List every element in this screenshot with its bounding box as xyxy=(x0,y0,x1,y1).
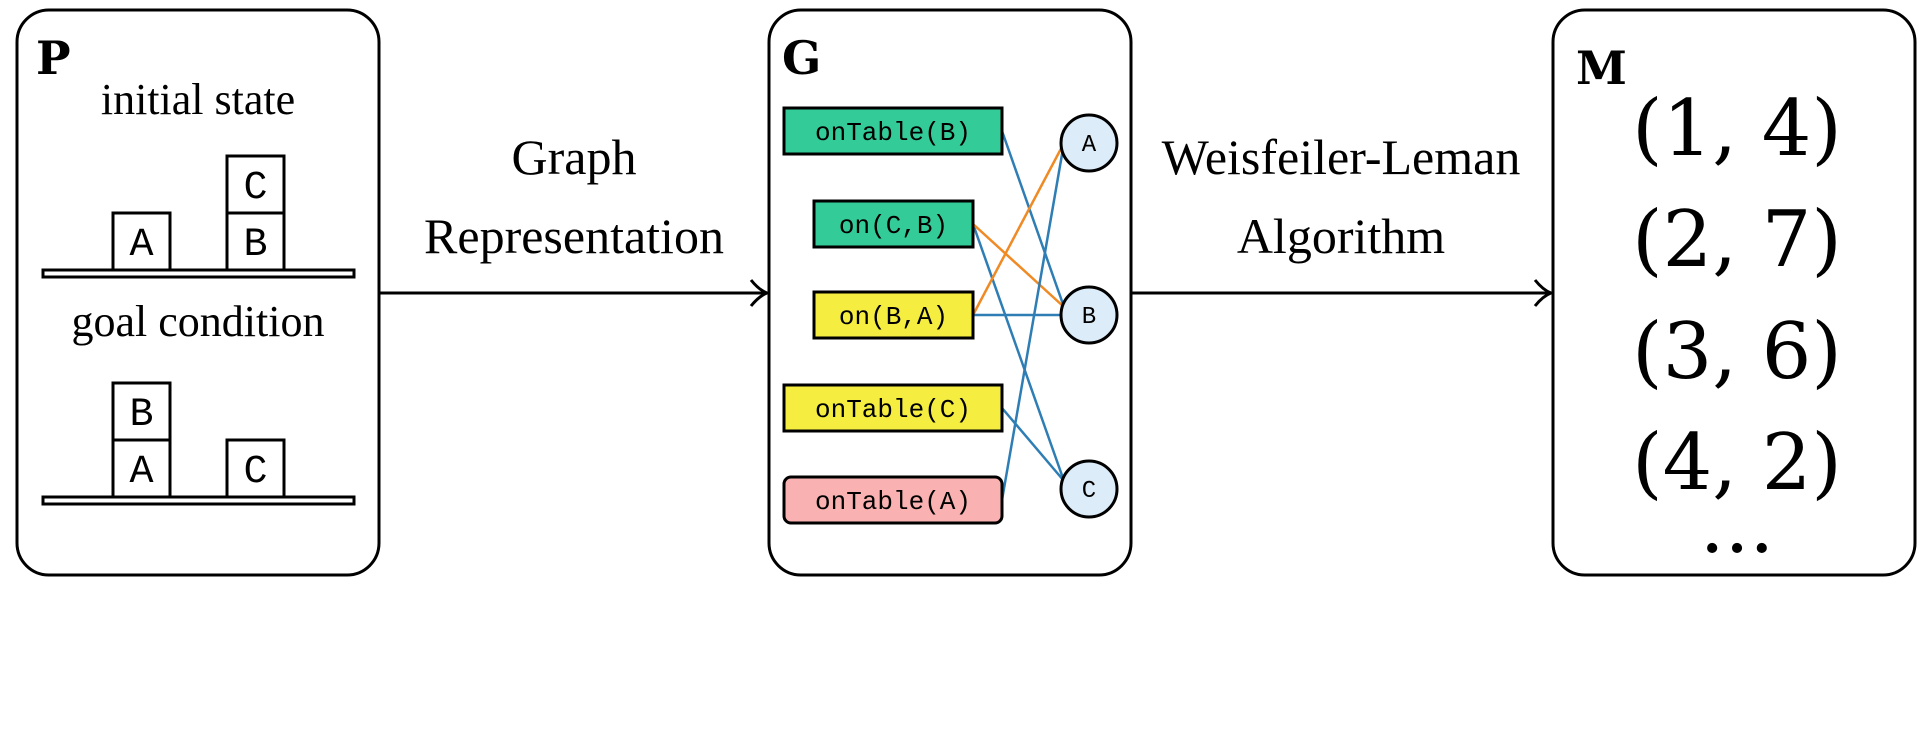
goal-block-a: A xyxy=(111,438,172,499)
edge-ontable-b-to-b xyxy=(1000,130,1066,308)
object-circle xyxy=(1059,459,1119,519)
edge-ontable-c-to-c xyxy=(1001,407,1065,482)
initial-state-label: initial state xyxy=(101,75,295,124)
initial-block-b: B xyxy=(225,211,286,272)
edge-ontable-a-to-a xyxy=(1000,142,1066,501)
multiset-panel: M (1, 4) (2, 7) (3, 6) (4, 2) ... xyxy=(1551,8,1917,577)
color-count-tuple: (3, 6) xyxy=(1632,307,1842,397)
predicate-box xyxy=(782,475,1004,525)
predicate-box xyxy=(812,290,975,340)
initial-block-a: A xyxy=(111,211,172,272)
panel-g-letter: G xyxy=(782,31,821,85)
predicate-label: on(B,A) xyxy=(839,302,948,332)
edge-on-c-b-b-to-b xyxy=(972,223,1065,308)
initial-block-b-label: B xyxy=(243,223,267,268)
predicate-node-ontable-a: onTable(A) xyxy=(782,475,1004,525)
object-circle xyxy=(1059,285,1119,345)
predicate-node-ontable-b: onTable(B) xyxy=(782,106,1004,156)
initial-table xyxy=(41,268,356,279)
planning-problem-panel: P initial state A B C goal condition A B xyxy=(15,8,381,577)
predicate-box xyxy=(812,199,975,249)
predicate-label: onTable(B) xyxy=(815,118,971,148)
object-label: B xyxy=(1082,304,1096,331)
color-count-tuple: (1, 4) xyxy=(1632,84,1842,174)
goal-block-b-label: B xyxy=(129,393,153,438)
graph-representation-arrow: Graph Representation xyxy=(379,129,767,293)
goal-block-c: C xyxy=(225,438,286,499)
object-node-c: C xyxy=(1059,459,1119,519)
panel-p-letter: P xyxy=(36,31,71,85)
ellipsis: ... xyxy=(1700,481,1774,571)
predicate-label: onTable(C) xyxy=(815,395,971,425)
predicate-node-ontable-c: onTable(C) xyxy=(782,383,1004,433)
color-count-tuple: (2, 7) xyxy=(1632,195,1842,285)
object-node-a: A xyxy=(1059,113,1119,173)
predicate-node-on-b-a: on(B,A) xyxy=(812,290,975,340)
predicate-label: on(C,B) xyxy=(839,211,948,241)
panel-m-letter: M xyxy=(1576,41,1627,95)
panel-m-frame xyxy=(1551,8,1917,577)
arrow-2-label-line1: Weisfeiler-Leman xyxy=(1162,129,1521,185)
object-circle xyxy=(1059,113,1119,173)
goal-table xyxy=(41,495,356,506)
object-label: A xyxy=(1082,132,1097,159)
object-label: C xyxy=(1082,478,1096,505)
initial-block-a-label: A xyxy=(129,223,153,268)
predicate-box xyxy=(782,106,1004,156)
predicate-node-on-c-b: on(C,B) xyxy=(812,199,975,249)
initial-block-c-label: C xyxy=(243,166,267,211)
object-node-b: B xyxy=(1059,285,1119,345)
arrow-1-label-line2: Representation xyxy=(424,208,724,264)
initial-block-c: C xyxy=(225,154,286,215)
predicate-label: onTable(A) xyxy=(815,487,971,517)
weisfeiler-leman-arrow: Weisfeiler-Leman Algorithm xyxy=(1131,129,1551,293)
goal-block-b: B xyxy=(111,381,172,442)
color-count-tuple: (4, 2) xyxy=(1632,418,1842,508)
edge-on-b-a-a-to-a xyxy=(971,142,1066,316)
graph-edges xyxy=(971,130,1066,501)
predicate-box xyxy=(782,383,1004,433)
goal-condition-label: goal condition xyxy=(72,297,325,346)
arrow-1-label-line1: Graph xyxy=(512,129,637,185)
goal-block-c-label: C xyxy=(243,450,267,495)
graph-panel: G onTable(B) on(C,B) on(B,A) onTable(C) xyxy=(767,8,1133,577)
arrow-2-label-line2: Algorithm xyxy=(1237,208,1445,264)
goal-block-a-label: A xyxy=(129,450,153,495)
edge-on-c-b-c-to-c xyxy=(971,223,1066,482)
